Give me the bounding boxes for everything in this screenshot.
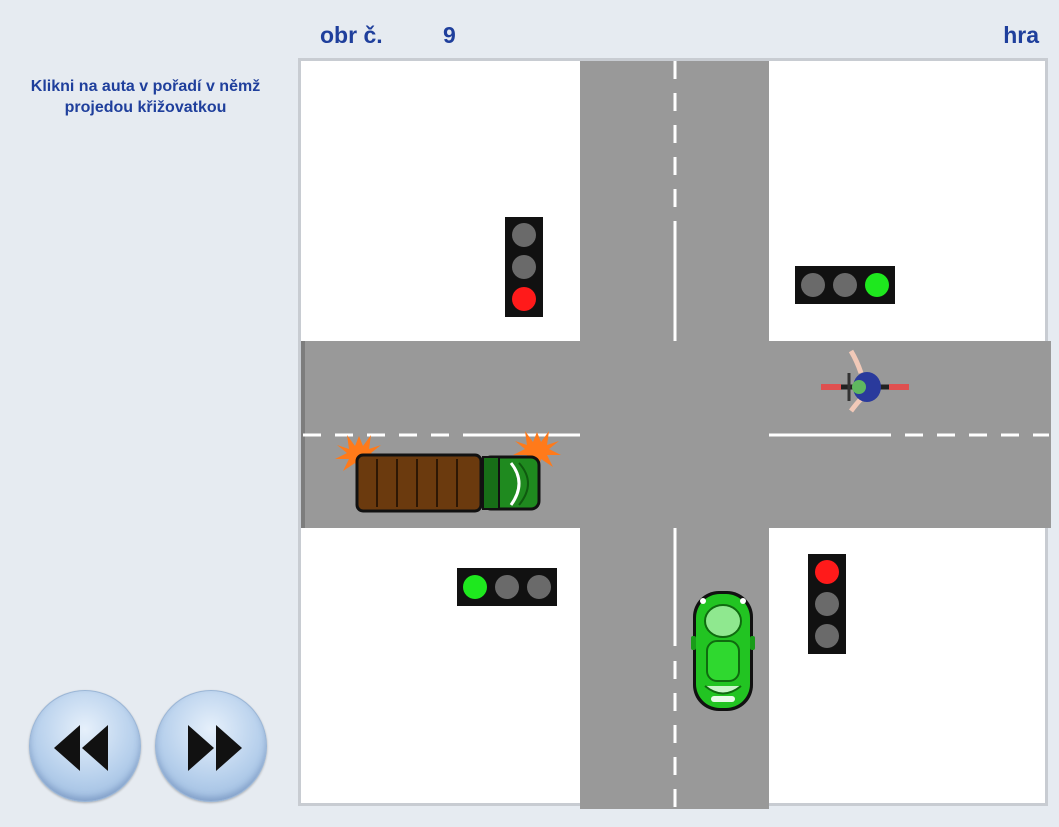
traffic-light-top-left — [505, 217, 543, 317]
truck[interactable] — [335, 431, 561, 513]
intersection-scene — [298, 58, 1051, 809]
instruction-text: Klikni na auta v pořadí v němž projedou … — [30, 78, 261, 116]
next-button[interactable] — [155, 690, 267, 802]
mode-label: hra — [1003, 22, 1039, 48]
traffic-light-bottom-left — [457, 568, 557, 606]
traffic-light-top-right — [795, 266, 895, 304]
fast-forward-icon — [188, 725, 242, 771]
previous-button[interactable] — [29, 690, 141, 802]
car[interactable] — [691, 591, 755, 711]
cyclist[interactable] — [821, 349, 909, 413]
roads — [301, 61, 1051, 809]
traffic-light-bottom-right — [808, 554, 846, 654]
image-label: obr č. — [320, 22, 383, 48]
image-number: 9 — [443, 22, 456, 48]
rewind-icon — [54, 725, 108, 771]
